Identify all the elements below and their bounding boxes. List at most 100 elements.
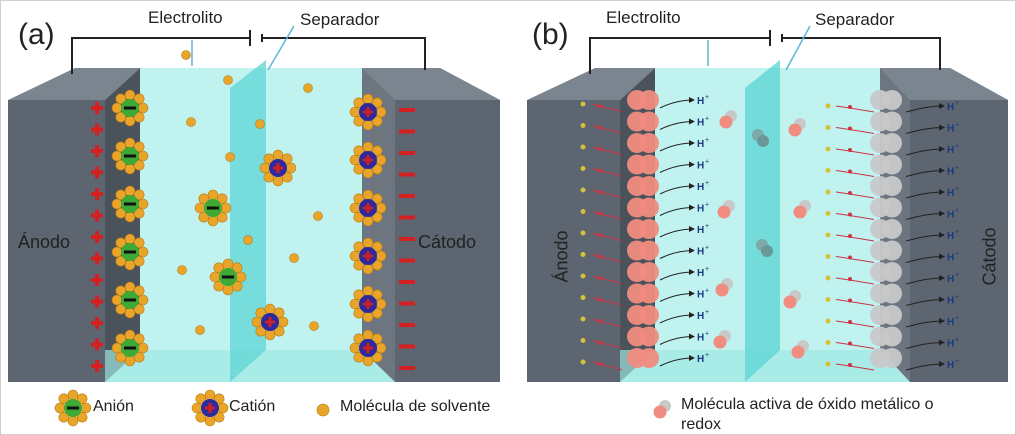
cathode-proton-arrow-icon [905,318,945,328]
anode-electron-icon [598,297,602,302]
cathode-proton-arrow-icon [905,275,945,285]
panel-b-anode-top [527,68,655,100]
cation-icon [259,149,297,187]
cathode-charge-dot-icon [825,275,831,281]
anode-plus-icon [91,123,103,136]
anode-charge-dot-icon [580,187,586,193]
anode-charge-dot-icon [580,230,586,236]
proton-charge-label: + [705,331,709,338]
anode-plus-icon [91,188,103,200]
legend-background [0,386,1016,435]
cathode-minus-icon [399,172,415,177]
cathode-proton-charge-label: + [955,122,959,129]
separator-molecule-icon [757,135,769,147]
cation-icon [349,93,387,131]
legend-anion-icon [54,389,92,427]
cathode-electron-arrow-icon [835,363,875,371]
redox-molecule-icon [715,278,733,297]
legend-solvent-label: Molécula de solvente [340,398,491,415]
anode-redox-molecule-icon [639,90,659,110]
anode-electron-arrow-icon [591,232,623,242]
anion-icon [111,233,149,271]
cathode-electron-arrow-icon [835,191,875,199]
anode-electron-icon [598,233,602,237]
cathode-minus-icon [399,366,415,370]
cathode-redox-molecule-icon [882,283,902,304]
anode-electron-arrow-icon [591,189,623,199]
cathode-electron-arrow-icon [835,277,875,285]
proton-arrow-icon [659,226,695,238]
cathode-electron-icon [848,234,852,238]
cathode-proton-arrow-icon [905,167,945,177]
cathode-electron-icon [848,341,852,346]
cathode-proton-charge-label: + [955,143,959,150]
cation-icon [349,285,387,323]
anode-plus-icon [91,209,103,222]
panel-b-electrolyte-label: Electrolito [606,8,681,27]
anode-charge-dot-icon [580,144,586,150]
anode-electron-arrow-icon [591,275,623,285]
proton-charge-label: + [705,245,709,252]
panel-a-separator-pointer [267,25,295,71]
panel-a-electrolyte-label: Electrolito [148,8,223,27]
proton-charge-label: + [705,159,709,166]
cathode-electron-icon [848,212,852,217]
cathode-charge-dot-icon [825,318,831,324]
anion-icon [111,89,149,127]
legend-redox-label-line2: redox [681,416,722,433]
cathode-proton-charge-label: + [955,358,959,365]
anode-electron-icon [598,190,602,194]
panel-a-cathode-top [362,68,500,100]
anode-redox-molecule-icon [639,176,659,196]
proton-charge-label: + [705,180,709,187]
cathode-proton-label: H [947,145,954,156]
anode-plus-icon [91,360,103,372]
anode-plus-icon [91,338,103,351]
panel-a-electrolyte-floor [105,350,395,382]
anode-redox-molecule-icon [639,326,659,347]
cathode-proton-label: H [947,102,954,113]
proton-charge-label: + [705,352,709,359]
cathode-electron-arrow-icon [835,170,875,177]
cathode-electron-icon [848,255,852,260]
anode-electron-arrow-icon [591,318,623,328]
cathode-proton-arrow-icon [905,189,945,199]
cathode-proton-arrow-icon [905,124,945,134]
anode-plus-icon [91,274,103,286]
anode-charge-dot-icon [580,338,586,343]
proton-arrow-icon [659,290,695,302]
cathode-redox-molecule-icon [882,154,902,175]
cathode-proton-arrow-icon [905,103,945,113]
anode-charge-dot-icon [580,101,586,107]
cathode-proton-charge-label: + [955,251,959,258]
cation-icon [349,189,387,227]
anode-charge-dot-icon [580,123,586,128]
anode-electron-icon [598,125,602,130]
anode-plus-icon [91,145,103,157]
anode-electron-icon [598,211,602,216]
anode-plus-icon [91,166,103,179]
proton-arrow-icon [659,269,695,281]
anode-charge-dot-icon [580,252,586,257]
panel-b-separator-label: Separador [815,10,895,29]
solvent-molecule-icon [195,325,205,335]
redox-molecule-icon [791,340,809,359]
anion-icon [194,189,232,227]
cathode-charge-dot-icon [825,103,831,109]
cathode-proton-label: H [947,167,954,178]
anode-plus-icon [91,231,103,243]
anion-icon [111,185,149,223]
cathode-electron-arrow-icon [835,256,875,263]
anode-charge-dot-icon [580,209,586,214]
panel-a-separator [230,60,266,382]
panel-a-anode-label: Ánodo [18,232,71,252]
cathode-charge-dot-icon [825,125,831,130]
cathode-proton-label: H [947,124,954,135]
cathode-proton-label: H [947,360,954,371]
cathode-minus-icon [399,215,415,220]
cathode-minus-icon [399,194,415,198]
cathode-proton-charge-label: + [955,272,959,279]
anode-electron-arrow-icon [591,361,623,371]
proton-label: H [697,182,704,193]
